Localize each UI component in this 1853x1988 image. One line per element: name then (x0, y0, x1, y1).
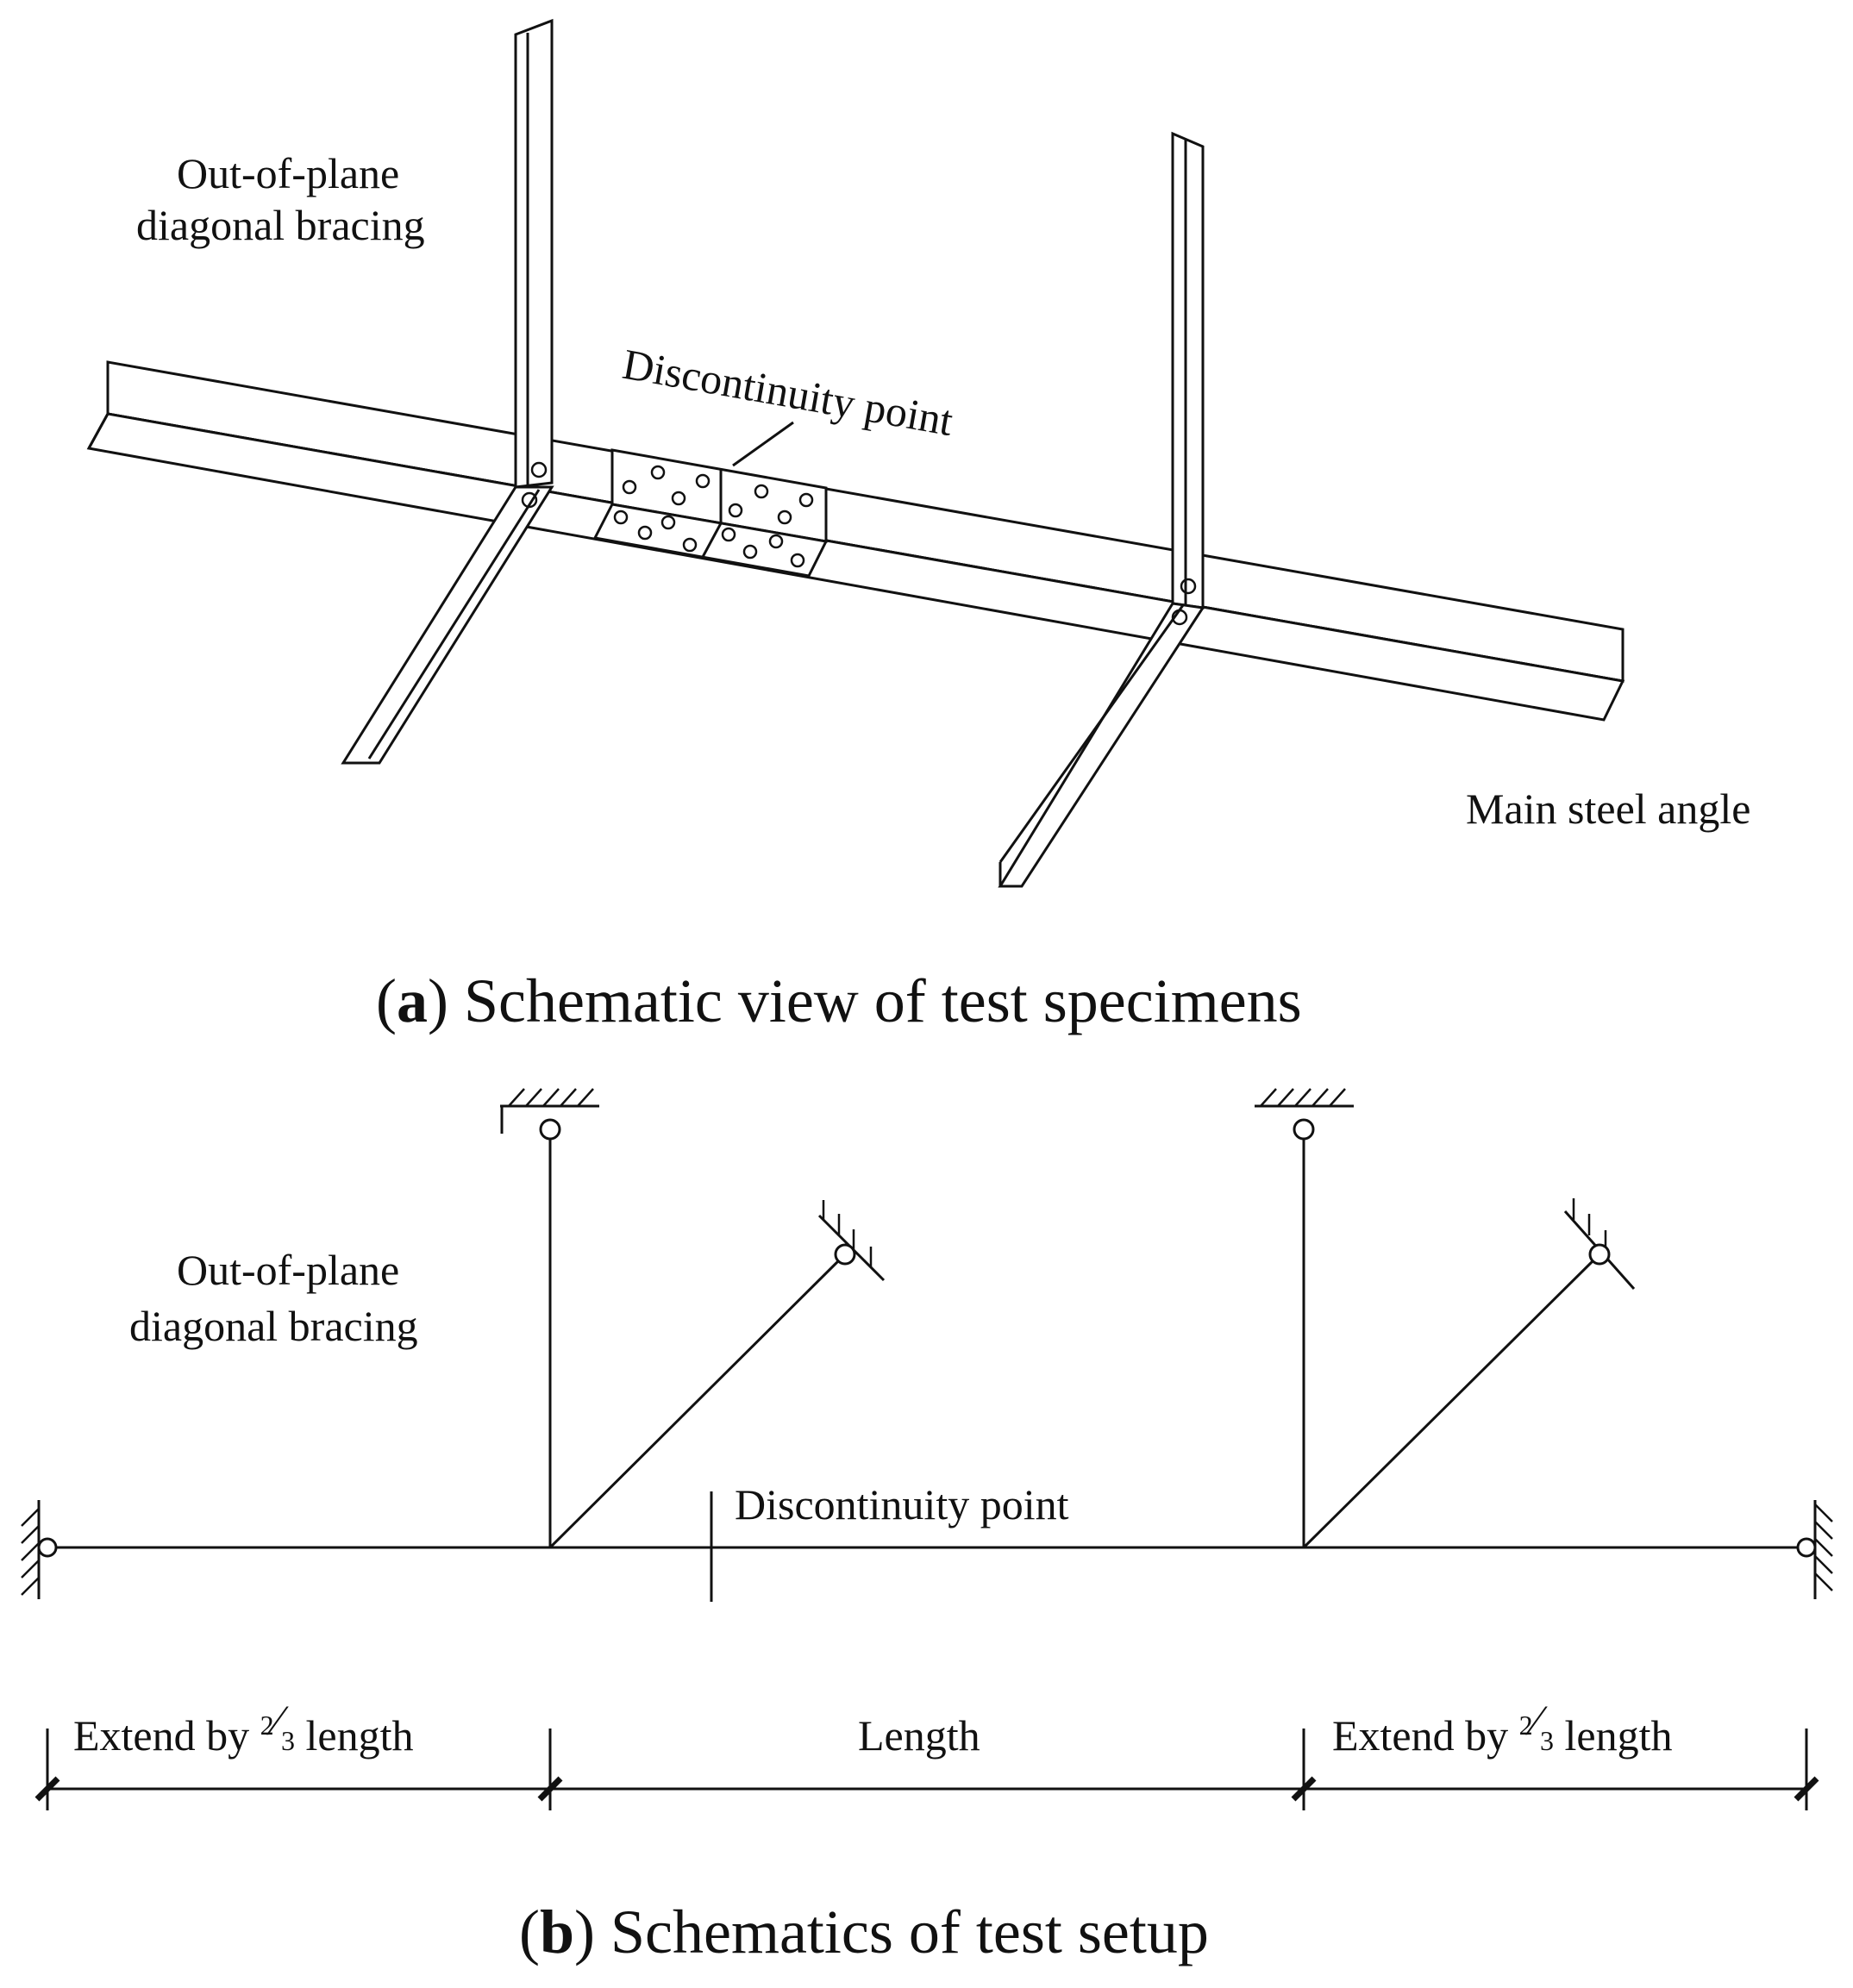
splice-plates (592, 448, 829, 578)
discontinuity-label: Discontinuity point (619, 340, 956, 445)
discontinuity-leader (732, 421, 794, 467)
bracing-label-line2: diagonal bracing (136, 201, 425, 249)
panel-b-setup: Out-of-plane diagonal bracing Discontinu… (21, 1088, 1833, 1966)
dim-right-label: Extend by 2⁄3 length (1332, 1696, 1672, 1760)
caption-b: (b) Schematics of test setup (519, 1897, 1209, 1966)
right-diagonal-bracing (998, 602, 1205, 888)
dim-left-label: Extend by 2⁄3 length (73, 1696, 413, 1760)
setup-discontinuity-label: Discontinuity point (735, 1480, 1069, 1529)
right-diagonal-brace-line (1302, 1198, 1636, 1549)
setup-bracing-label-line2: diagonal bracing (129, 1302, 418, 1350)
left-vertical-brace-line (500, 1088, 599, 1547)
bracing-label-line1: Out-of-plane (177, 149, 399, 197)
caption-a: (a) Schematic view of test specimens (376, 966, 1302, 1035)
right-vertical-brace-line (1255, 1088, 1354, 1547)
dim-center-label: Length (858, 1711, 980, 1760)
left-diagonal-bracing (341, 485, 554, 765)
left-diagonal-brace-line (548, 1200, 886, 1549)
setup-bracing-label-line1: Out-of-plane (177, 1246, 399, 1294)
dimension-line (34, 1729, 1819, 1810)
main-steel-angle (86, 360, 1625, 722)
right-end-support (1796, 1500, 1833, 1599)
left-end-support (21, 1500, 58, 1599)
right-vertical-bracing (1171, 131, 1205, 610)
panel-a-schematic: Out-of-plane diagonal bracing Discontinu… (86, 18, 1750, 1035)
left-vertical-bracing (514, 18, 554, 489)
main-angle-label: Main steel angle (1466, 785, 1750, 833)
